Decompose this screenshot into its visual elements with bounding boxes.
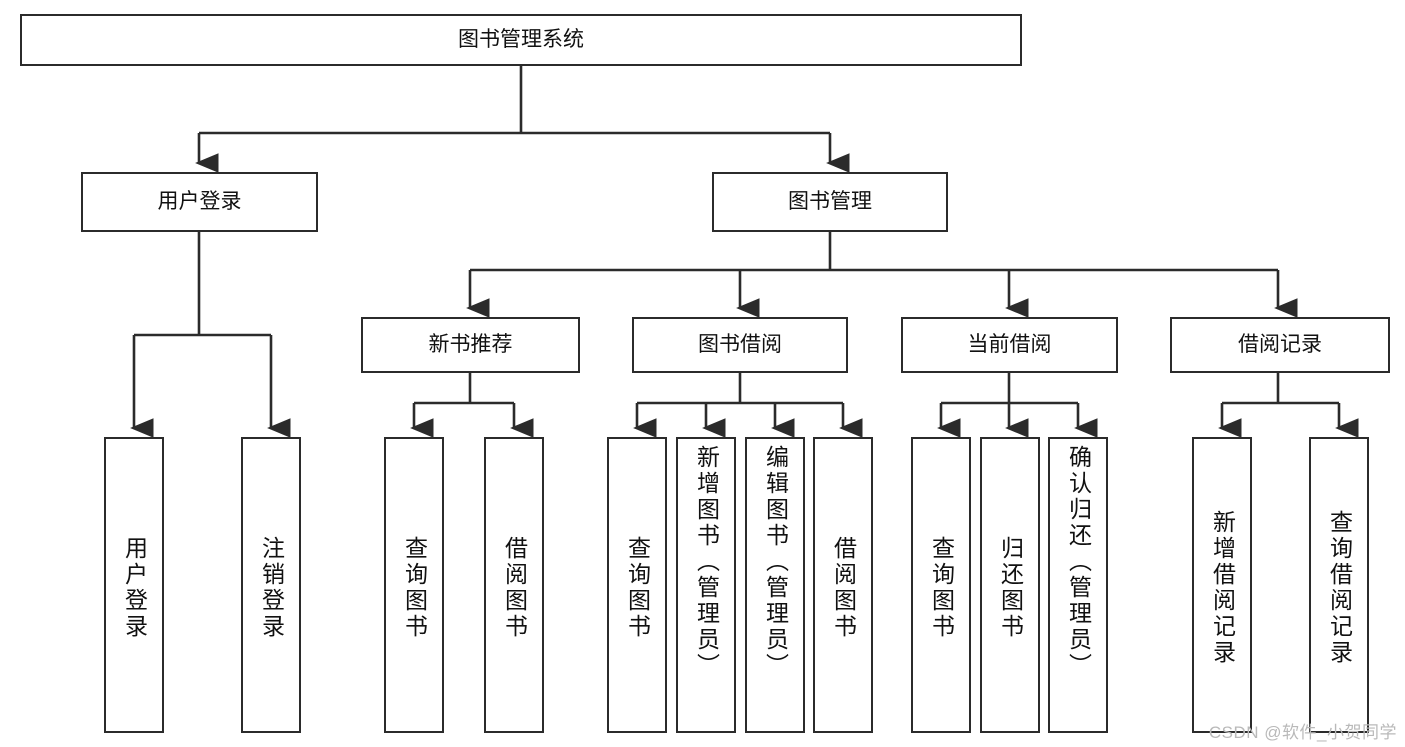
node-leaf-user-login-label: 用户登录 bbox=[121, 536, 148, 640]
node-leaf-borrow-book-1[interactable]: 借阅图书 bbox=[484, 437, 544, 733]
node-leaf-logout[interactable]: 注销登录 bbox=[241, 437, 301, 733]
node-leaf-query-record-label: 查询借阅记录 bbox=[1326, 510, 1353, 666]
node-leaf-confirm-return[interactable]: 确认归还（管理员） bbox=[1048, 437, 1108, 733]
node-leaf-edit-book[interactable]: 编辑图书（管理员） bbox=[745, 437, 805, 733]
watermark-text: CSDN @软件_小贺同学 bbox=[1208, 723, 1397, 742]
node-user-login-label: 用户登录 bbox=[157, 189, 242, 213]
node-leaf-add-book[interactable]: 新增图书（管理员） bbox=[676, 437, 736, 733]
node-leaf-logout-label: 注销登录 bbox=[258, 536, 285, 640]
node-book-borrow-label: 图书借阅 bbox=[698, 332, 782, 356]
node-book-management[interactable]: 图书管理 bbox=[712, 172, 948, 232]
node-user-login[interactable]: 用户登录 bbox=[81, 172, 318, 232]
node-new-book-recommend-label: 新书推荐 bbox=[428, 332, 513, 356]
node-leaf-query-book-1-label: 查询图书 bbox=[401, 536, 428, 640]
node-leaf-query-book-1[interactable]: 查询图书 bbox=[384, 437, 444, 733]
node-book-borrow[interactable]: 图书借阅 bbox=[632, 317, 848, 373]
node-borrow-record[interactable]: 借阅记录 bbox=[1170, 317, 1390, 373]
node-leaf-user-login[interactable]: 用户登录 bbox=[104, 437, 164, 733]
node-leaf-edit-book-label: 编辑图书（管理员） bbox=[762, 445, 789, 679]
node-current-borrow[interactable]: 当前借阅 bbox=[901, 317, 1118, 373]
node-leaf-add-book-label: 新增图书（管理员） bbox=[693, 445, 720, 679]
node-leaf-confirm-return-label: 确认归还（管理员） bbox=[1065, 445, 1092, 679]
node-leaf-query-book-3-label: 查询图书 bbox=[928, 536, 955, 640]
node-leaf-return-book[interactable]: 归还图书 bbox=[980, 437, 1040, 733]
node-new-book-recommend[interactable]: 新书推荐 bbox=[361, 317, 580, 373]
node-leaf-query-book-2[interactable]: 查询图书 bbox=[607, 437, 667, 733]
node-leaf-add-record[interactable]: 新增借阅记录 bbox=[1192, 437, 1252, 733]
node-leaf-query-record[interactable]: 查询借阅记录 bbox=[1309, 437, 1369, 733]
node-leaf-return-book-label: 归还图书 bbox=[997, 536, 1024, 640]
node-leaf-query-book-3[interactable]: 查询图书 bbox=[911, 437, 971, 733]
node-root-label: 图书管理系统 bbox=[458, 27, 584, 51]
node-leaf-borrow-book-1-label: 借阅图书 bbox=[501, 536, 528, 640]
node-book-management-label: 图书管理 bbox=[788, 189, 872, 213]
node-leaf-query-book-2-label: 查询图书 bbox=[624, 536, 651, 640]
node-root[interactable]: 图书管理系统 bbox=[20, 14, 1022, 66]
node-borrow-record-label: 借阅记录 bbox=[1238, 332, 1322, 356]
node-current-borrow-label: 当前借阅 bbox=[967, 332, 1052, 356]
node-leaf-add-record-label: 新增借阅记录 bbox=[1209, 510, 1236, 666]
node-leaf-borrow-book-2-label: 借阅图书 bbox=[830, 536, 857, 640]
node-leaf-borrow-book-2[interactable]: 借阅图书 bbox=[813, 437, 873, 733]
